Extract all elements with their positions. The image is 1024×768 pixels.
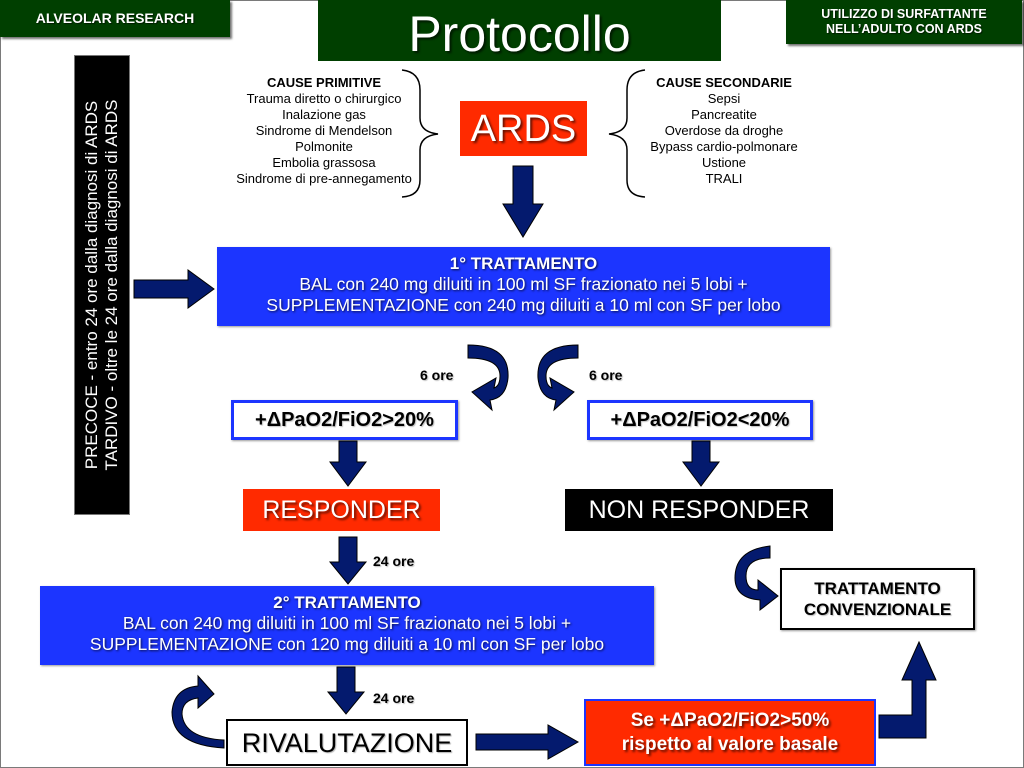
- treatment-1-heading: 1° TRATTAMENTO: [449, 254, 598, 273]
- condition-less-20: +ΔPaO2/FiO2<20%: [587, 400, 813, 440]
- left-branch-time: 6 ore: [420, 367, 454, 383]
- secondary-cause-item: Bypass cardio-polmonare: [650, 139, 798, 154]
- secondary-cause-item: Overdose da droghe: [664, 123, 784, 138]
- secondary-causes-list: CAUSE SECONDARIE Sepsi Pancreatite Overd…: [634, 75, 814, 187]
- threshold-line2: rispetto al valore basale: [621, 734, 839, 755]
- primary-causes-list: CAUSE PRIMITIVE Trauma diretto o chirurg…: [222, 75, 426, 187]
- condition-greater-20: +ΔPaO2/FiO2>20%: [231, 400, 458, 440]
- arrow-right-timing: [133, 269, 215, 309]
- page-title: Protocollo: [318, 0, 721, 62]
- non-responder-box: NON RESPONDER: [565, 489, 833, 531]
- primary-cause-item: Sindrome di pre-annegamento: [236, 171, 412, 186]
- timing-bar: PRECOCE - entro 24 ore dalla diagnosi di…: [74, 55, 130, 515]
- reassessment-wait-label: 24 ore: [373, 690, 415, 706]
- arrow-down-ards: [502, 165, 544, 238]
- treatment-1-box: 1° TRATTAMENTO BAL con 240 mg diluiti in…: [217, 247, 830, 326]
- arrow-down-reassessment: [326, 666, 366, 715]
- curved-arrow-left-branch: [467, 344, 509, 412]
- primary-causes-heading: CAUSE PRIMITIVE: [266, 75, 382, 90]
- right-branch-time: 6 ore: [589, 367, 623, 383]
- loop-back-arrow: [171, 674, 225, 749]
- threshold-line1: Se +ΔPaO2/FiO2>50%: [630, 710, 830, 731]
- conventional-treatment-box: TRATTAMENTO CONVENZIONALE: [780, 568, 975, 630]
- treatment-1-line2: SUPPLEMENTAZIONE con 240 mg diluiti a 10…: [266, 295, 781, 315]
- subject-tag-line1: UTILIZZO DI SURFATTANTE: [821, 7, 987, 21]
- alveolar-research-tag: ALVEOLAR RESEARCH: [0, 0, 230, 37]
- secondary-causes-heading: CAUSE SECONDARIE: [656, 75, 792, 90]
- conventional-line1: TRATTAMENTO: [814, 579, 941, 598]
- secondary-brace-icon: [608, 69, 646, 198]
- treatment-2-line2: SUPPLEMENTAZIONE con 120 mg diluiti a 10…: [89, 634, 605, 654]
- primary-cause-item: Trauma diretto o chirurgico: [246, 91, 402, 106]
- treatment-2-box: 2° TRATTAMENTO BAL con 240 mg diluiti in…: [40, 586, 654, 665]
- arrow-elbow-conventional: [878, 640, 937, 739]
- secondary-cause-item: Sepsi: [707, 91, 741, 106]
- arrow-down-non-responder: [682, 440, 720, 487]
- treatment-1-line1: BAL con 240 mg diluiti in 100 ml SF fraz…: [299, 274, 748, 294]
- primary-cause-item: Sindrome di Mendelson: [255, 123, 393, 138]
- responder-wait-label: 24 ore: [373, 553, 415, 569]
- responder-box: RESPONDER: [243, 489, 440, 531]
- subject-tag-line2: NELL’ADULTO CON ARDS: [825, 22, 983, 36]
- arrow-right-threshold: [475, 724, 580, 760]
- curved-arrow-conventional: [734, 545, 779, 612]
- secondary-cause-item: Ustione: [701, 155, 747, 170]
- arrow-down-treatment-2: [328, 536, 368, 585]
- subject-tag: UTILIZZO DI SURFATTANTE NELL’ADULTO CON …: [786, 0, 1022, 44]
- threshold-box: Se +ΔPaO2/FiO2>50% rispetto al valore ba…: [584, 699, 876, 766]
- primary-brace-icon: [401, 69, 439, 198]
- arrow-down-responder: [329, 440, 367, 487]
- primary-cause-item: Polmonite: [295, 139, 353, 154]
- primary-cause-item: Inalazione gas: [282, 107, 366, 122]
- conventional-line2: CONVENZIONALE: [803, 600, 952, 619]
- ards-box: ARDS: [460, 101, 587, 156]
- treatment-2-line1: BAL con 240 mg diluiti in 100 ml SF fraz…: [122, 613, 572, 633]
- reassessment-box: RIVALUTAZIONE: [226, 719, 468, 766]
- primary-cause-item: Embolia grassosa: [272, 155, 376, 170]
- treatment-2-heading: 2° TRATTAMENTO: [273, 593, 421, 612]
- secondary-cause-item: Pancreatite: [691, 107, 757, 122]
- curved-arrow-right-branch: [537, 344, 579, 412]
- secondary-cause-item: TRALI: [705, 171, 743, 186]
